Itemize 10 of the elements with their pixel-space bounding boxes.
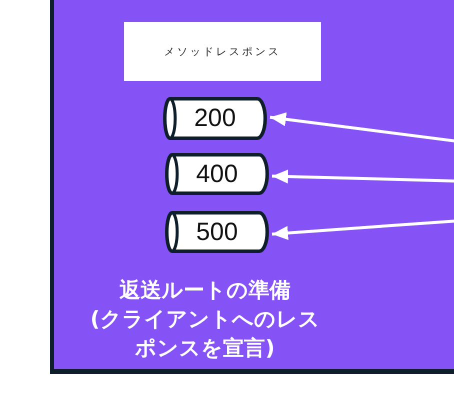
arrow	[270, 112, 454, 142]
panel-subtitle: (クライアントへのレスポンスを宣言)	[90, 306, 320, 362]
cylinder: 200	[163, 97, 267, 140]
label-box: メソッドレスポンス	[124, 22, 321, 81]
cylinder: 500	[165, 211, 269, 253]
panel	[50, 0, 454, 374]
panel-title: 返送ルートの準備	[118, 277, 292, 304]
cylinder: 400	[165, 153, 269, 195]
arrow	[272, 170, 454, 184]
arrow	[272, 220, 454, 240]
